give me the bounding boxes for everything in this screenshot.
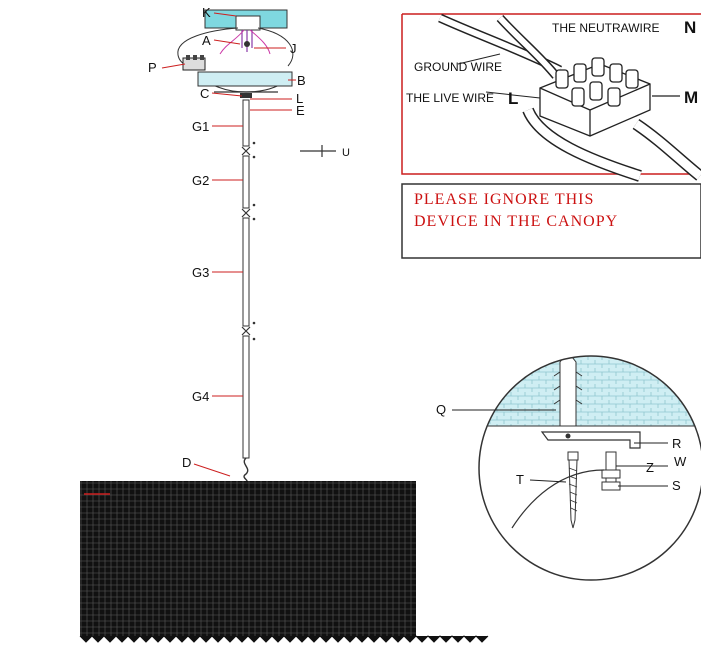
neutral-wire-label: THE NEUTRAWIRE xyxy=(552,21,660,35)
label-q: Q xyxy=(436,402,446,417)
live-letter: L xyxy=(508,89,518,108)
label-g4: G4 xyxy=(192,389,209,404)
label-u: U xyxy=(342,147,350,159)
terminal-block-p xyxy=(182,55,206,71)
bottom-hook xyxy=(243,457,249,483)
mounting-bracket xyxy=(540,431,641,449)
label-e: E xyxy=(296,103,305,118)
label-b: B xyxy=(297,73,306,88)
label-p: P xyxy=(148,60,157,75)
callout-lines xyxy=(161,12,296,477)
label-r: R xyxy=(672,436,681,451)
wall-anchor xyxy=(559,356,577,427)
rod-joints xyxy=(241,141,256,341)
label-l: L xyxy=(296,91,303,106)
screw-u xyxy=(300,145,336,157)
live-wire-label: THE LIVE WIRE xyxy=(406,91,494,105)
label-t: T xyxy=(516,472,524,487)
label-g2: G2 xyxy=(192,173,209,188)
label-w: W xyxy=(674,454,687,469)
label-c: C xyxy=(200,86,209,101)
label-s: S xyxy=(672,478,681,493)
ground-lead xyxy=(511,469,605,529)
crystal-shade xyxy=(79,481,489,643)
label-d: D xyxy=(182,455,191,470)
screw-t xyxy=(567,451,579,529)
note-line-2: DEVICE IN THE CANOPY xyxy=(414,213,618,230)
label-z: Z xyxy=(646,460,654,475)
label-g1: G1 xyxy=(192,119,209,134)
mounting-bar xyxy=(197,71,293,87)
label-g3: G3 xyxy=(192,265,209,280)
rod-g3 xyxy=(242,217,250,327)
mounting-inset: Q R W Z T S xyxy=(436,355,701,581)
ground-wire-label: GROUND WIRE xyxy=(414,60,502,74)
main-fixture: K A J P B C L E G1 U G2 G3 G4 D xyxy=(79,5,489,643)
label-a: A xyxy=(202,33,211,48)
note-box: PLEASE IGNORE THIS DEVICE IN THE CANOPY xyxy=(401,183,701,259)
bolt-s xyxy=(601,451,621,491)
label-j: J xyxy=(290,41,297,56)
wiring-terminal-block xyxy=(539,57,651,137)
note-line-1: PLEASE IGNORE THIS xyxy=(414,191,594,208)
wiring-inset: THE NEUTRAWIRE N GROUND WIRE THE LIVE WI… xyxy=(401,13,701,182)
label-k: K xyxy=(202,5,211,20)
ceiling-brick xyxy=(479,356,701,426)
rod-g1 xyxy=(242,99,250,147)
junction-box xyxy=(235,15,261,31)
rod-g2 xyxy=(242,155,250,209)
rod-g4 xyxy=(242,335,250,459)
terminal-letter: M xyxy=(684,88,698,107)
neutral-letter: N xyxy=(684,18,696,37)
